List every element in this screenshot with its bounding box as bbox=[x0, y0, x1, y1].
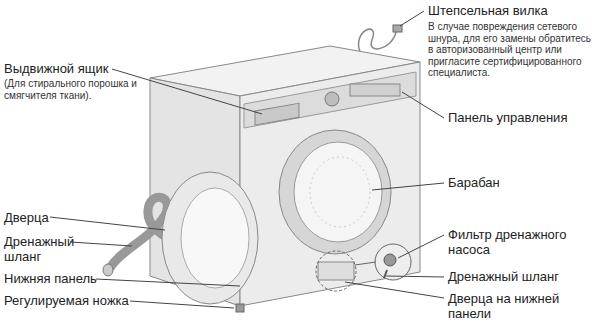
note-text: В случае повреждения сетевого шнура, для… bbox=[428, 21, 596, 79]
small-hose bbox=[384, 270, 387, 278]
drum-ring bbox=[279, 130, 391, 254]
pump-filter bbox=[384, 254, 396, 266]
front-face bbox=[240, 62, 420, 306]
door-glass bbox=[181, 188, 249, 288]
power-cord bbox=[359, 29, 396, 52]
control-strip bbox=[244, 72, 416, 128]
part-label: Штепсельная вилка bbox=[428, 3, 596, 18]
note-text: (Для стирального порошка и смягчителя тк… bbox=[4, 78, 154, 101]
foot bbox=[236, 304, 244, 312]
hose-end bbox=[103, 264, 113, 276]
display bbox=[350, 84, 400, 96]
part-label: Дверца bbox=[4, 210, 104, 225]
part-label: Панель управления bbox=[448, 110, 596, 125]
drum bbox=[294, 142, 382, 242]
part-label: Выдвижной ящик bbox=[4, 61, 164, 76]
zoom-circle bbox=[375, 244, 411, 280]
part-label: Регулируемая ножка bbox=[4, 293, 144, 308]
part-label: Нижняя панель bbox=[4, 271, 114, 286]
drum-holes bbox=[310, 157, 370, 227]
lower-panel-door bbox=[318, 262, 354, 280]
zoom-connector bbox=[355, 262, 376, 265]
part-label: Барабан bbox=[448, 175, 596, 190]
zoom-marker bbox=[316, 251, 356, 291]
part-label: Дренажный шланг bbox=[448, 269, 596, 284]
knob bbox=[325, 92, 339, 106]
leader-lines bbox=[50, 11, 444, 308]
part-label: Дверца на нижней панели bbox=[448, 291, 588, 321]
part-label: Дренажный шланг bbox=[4, 234, 70, 264]
part-label: Фильтр дренажного насоса bbox=[448, 227, 588, 257]
